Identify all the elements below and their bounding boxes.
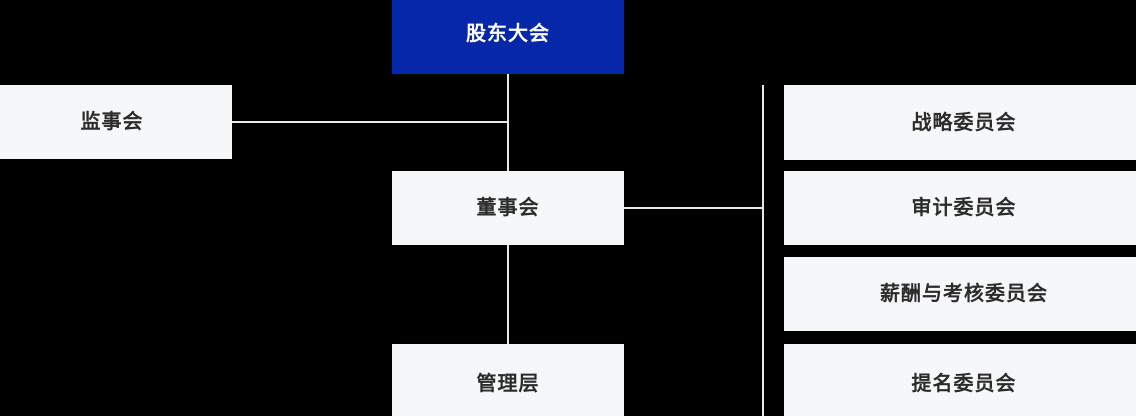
org-node-label: 审计委员会 [911,197,1017,219]
org-node-nomination-committee[interactable]: 提名委员会 [784,344,1136,416]
org-node-audit-committee[interactable]: 审计委员会 [784,171,1136,245]
connector-committee-spine [762,85,764,416]
connector-supervisors-to-trunk [232,121,509,123]
org-node-label: 薪酬与考核委员会 [880,283,1048,305]
org-node-label: 股东大会 [466,22,550,45]
org-node-label: 管理层 [476,372,540,395]
org-node-management[interactable]: 管理层 [392,344,624,416]
org-node-label: 监事会 [80,111,144,133]
connector-board-to-committee-spine [624,207,764,209]
org-node-shareholders-meeting[interactable]: 股东大会 [392,0,624,74]
org-node-label: 战略委员会 [911,111,1017,134]
org-node-board-of-directors[interactable]: 董事会 [392,171,624,245]
connector-board-to-management [507,245,509,344]
org-node-remuneration-appraisal-committee[interactable]: 薪酬与考核委员会 [784,257,1136,331]
org-node-label: 提名委员会 [911,372,1017,395]
org-node-label: 董事会 [476,197,540,219]
org-node-strategy-committee[interactable]: 战略委员会 [784,85,1136,160]
org-node-board-of-supervisors[interactable]: 监事会 [0,85,232,159]
